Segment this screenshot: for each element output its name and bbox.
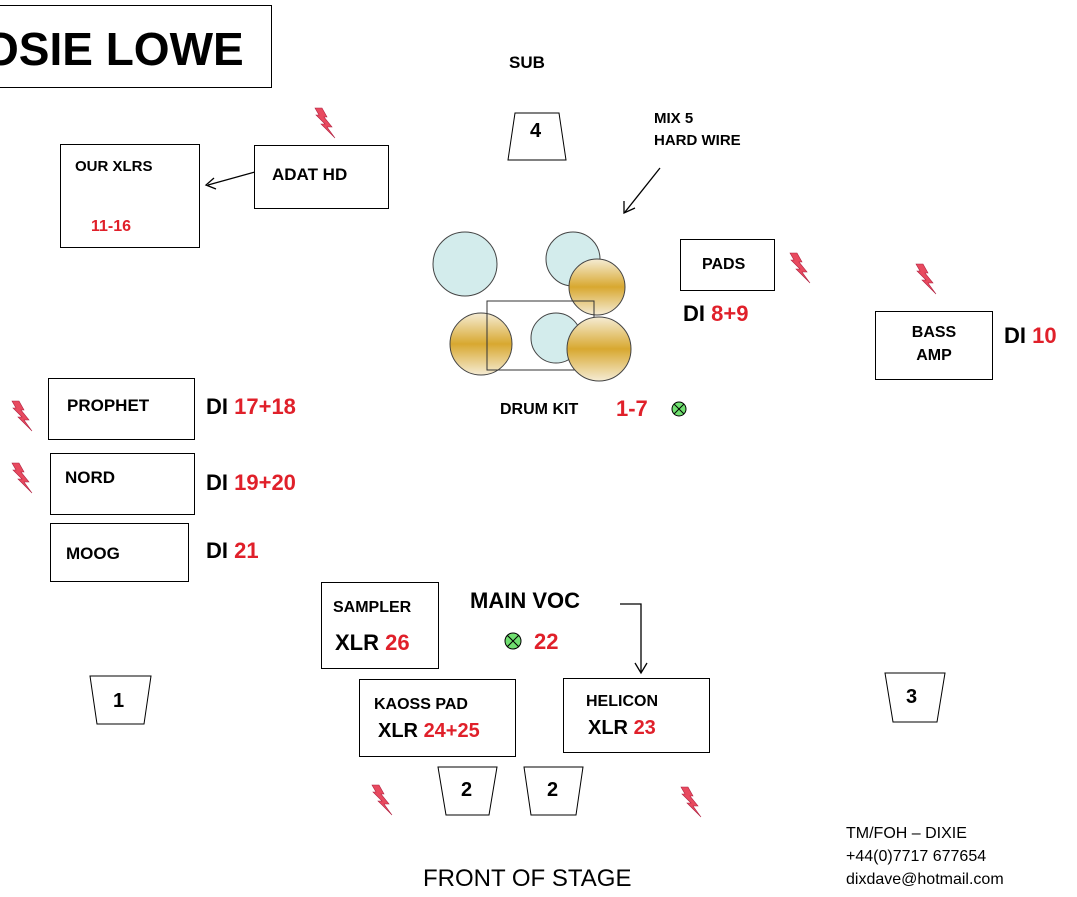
sampler-xlr: XLR 26 [335,630,410,656]
title-box: OSIE LOWE [0,5,272,88]
pads-box: PADS [680,239,775,291]
moog-di: DI 21 [206,538,259,564]
bass-di-prefix: DI [1004,323,1026,348]
monitor-1 [89,675,152,725]
main-voc-channels: 22 [534,629,559,654]
prophet-di: DI 17+18 [206,394,296,420]
power-lightning-icon [11,400,33,432]
drum-kit-channels: 1-7 [616,396,648,421]
arrow-adat-to-xlrs [207,171,256,186]
drum-floor-tom [432,231,498,297]
helicon-xlr-prefix: XLR [588,717,628,739]
sampler-xlr-prefix: XLR [335,630,379,655]
mic-position-icon [504,632,522,650]
prophet-di-prefix: DI [206,394,228,419]
main-voc-label: MAIN VOC [470,588,580,613]
cymbal-ride [568,258,626,316]
kaoss-xlr-prefix: XLR [378,720,418,742]
helicon-label: HELICON [586,693,658,710]
sub-label: SUB [509,53,545,72]
nord-box: NORD [50,453,195,515]
bass-line2: AMP [916,347,952,364]
pads-channels: 8+9 [711,301,749,326]
monitor-4-label: 4 [530,120,542,142]
contact-line2: +44(0)7717 677654 [846,848,987,865]
mic-position-icon [671,401,687,417]
contact-line3: dixdave@hotmail.com [846,871,1004,888]
nord-label: NORD [65,468,116,487]
arrow-main-voc [620,603,642,672]
monitor-2-left-label: 2 [461,779,473,801]
adat-hd-box: ADAT HD [254,145,389,209]
adat-hd-label: ADAT HD [272,165,348,184]
pads-di: DI 8+9 [683,301,748,327]
moog-box: MOOG [50,523,189,582]
our-xlrs-channels: 11-16 [91,218,132,235]
monitor-2-right [523,766,584,816]
moog-di-prefix: DI [206,538,228,563]
bass-channels: 10 [1032,323,1057,348]
bass-line1: BASS [911,324,957,341]
our-xlrs-label: OUR XLRS [75,158,153,175]
mix5-line2: HARD WIRE [654,132,741,149]
pads-label: PADS [702,256,746,273]
monitor-4-sub [507,112,567,161]
cymbal-crash [566,316,632,382]
nord-di-prefix: DI [206,470,228,495]
nord-di: DI 19+20 [206,470,296,496]
monitor-2-right-label: 2 [547,779,559,801]
helicon-channels: 23 [633,717,656,739]
contact-line1: TM/FOH – DIXIE [846,825,967,842]
monitor-2-left [437,766,498,816]
prophet-box: PROPHET [48,378,195,440]
cymbal-hihat [449,312,513,376]
arrow-mix5 [624,167,661,213]
bass-amp-box: BASS AMP [875,311,993,380]
our-xlrs-box: OUR XLRS 11-16 [60,144,200,248]
sampler-channels: 26 [385,630,410,655]
moog-channels: 21 [234,538,259,563]
monitor-1-label: 1 [113,690,125,712]
nord-channels: 19+20 [234,470,296,495]
prophet-label: PROPHET [67,396,150,415]
sampler-box: SAMPLER XLR 26 [321,582,439,669]
kaoss-pad-box: KAOSS PAD XLR 24+25 [359,679,516,757]
moog-label: MOOG [66,544,120,563]
power-lightning-icon [789,252,811,284]
mix5-line1: MIX 5 [654,110,694,127]
power-lightning-icon [915,263,937,295]
helicon-box: HELICON XLR 23 [563,678,710,753]
bass-di: DI 10 [1004,323,1057,349]
helicon-xlr: XLR 23 [588,717,656,740]
sampler-label: SAMPLER [333,599,412,616]
monitor-3-label: 3 [906,686,918,708]
page-title: OSIE LOWE [0,23,244,75]
kaoss-xlr: XLR 24+25 [378,720,480,743]
kaoss-label: KAOSS PAD [374,696,468,713]
power-lightning-icon [314,107,336,139]
pads-di-prefix: DI [683,301,705,326]
power-lightning-icon [11,462,33,494]
kaoss-channels: 24+25 [423,720,480,742]
power-lightning-icon [371,784,393,816]
monitor-3 [884,672,946,723]
power-lightning-icon [680,786,702,818]
front-of-stage-label: FRONT OF STAGE [423,865,632,892]
drum-kit-label: DRUM KIT [500,401,579,418]
prophet-channels: 17+18 [234,394,296,419]
